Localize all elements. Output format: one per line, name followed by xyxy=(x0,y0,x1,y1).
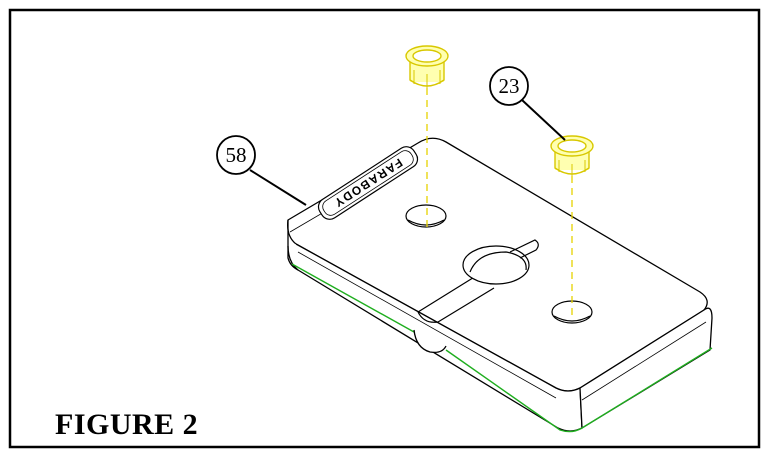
callout-23-circle xyxy=(489,66,529,106)
figure-caption: FIGURE 2 xyxy=(55,408,199,441)
mounting-hole-left xyxy=(405,204,447,228)
base-plate-left-end xyxy=(287,220,299,271)
callout-58-circle xyxy=(216,135,256,175)
callout-23-label: 23 xyxy=(499,74,520,98)
base-plate-side-face xyxy=(579,307,713,429)
base-plate-bottom-edge xyxy=(291,263,713,433)
callout-58: 58 xyxy=(216,135,307,206)
callout-23-leader xyxy=(521,99,566,141)
callout-58-label: 58 xyxy=(226,143,247,167)
callout-23: 23 xyxy=(489,66,566,141)
base-plate-front-notch xyxy=(413,329,447,354)
figure-frame xyxy=(8,8,761,449)
bushing-left xyxy=(405,45,449,88)
base-plate-slot xyxy=(417,239,539,323)
callout-58-leader xyxy=(249,169,307,206)
bushing-right xyxy=(550,135,594,176)
